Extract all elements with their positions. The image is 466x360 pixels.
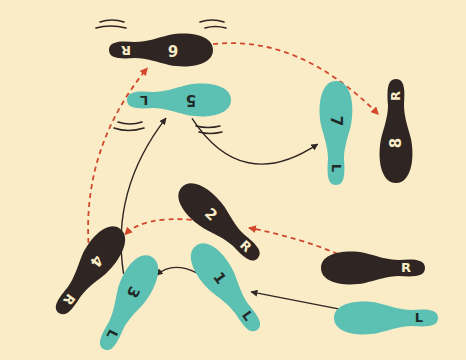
footprint-shape xyxy=(330,298,440,338)
right-step-arrow xyxy=(125,219,192,235)
sole xyxy=(127,84,231,117)
left-step-arrow xyxy=(192,118,318,164)
sole xyxy=(380,79,413,183)
right-footprint: R xyxy=(317,248,427,288)
motion-line xyxy=(96,26,126,28)
sole xyxy=(109,34,213,67)
foot-letter: L xyxy=(408,310,430,326)
step-number: 8 xyxy=(387,129,405,157)
sole xyxy=(334,302,438,335)
foot-letter: R xyxy=(395,260,417,276)
foot-letter: L xyxy=(328,157,344,179)
right-step-arrow xyxy=(249,228,338,254)
right-footprint: 6R xyxy=(107,30,217,70)
foot-letter: R xyxy=(388,85,404,107)
foot-letter: R xyxy=(115,42,137,58)
left-footprint: 5L xyxy=(125,80,235,120)
sole xyxy=(320,81,353,185)
sole xyxy=(170,175,269,270)
foot-letter: L xyxy=(133,92,155,108)
motion-lines xyxy=(96,20,226,134)
motion-line xyxy=(196,126,220,128)
left-footprint: 1L xyxy=(177,231,274,344)
left-step-arrow xyxy=(157,267,197,275)
left-footprint: 7L xyxy=(316,77,356,187)
step-number: 6 xyxy=(159,41,187,59)
motion-line xyxy=(114,128,144,131)
right-step-arrow xyxy=(213,43,378,114)
motion-line xyxy=(100,20,124,22)
motion-line xyxy=(200,20,224,22)
sole xyxy=(46,219,134,322)
left-step-arrow xyxy=(121,118,166,274)
motion-line xyxy=(118,122,142,124)
step-number: 7 xyxy=(327,107,345,135)
left-footprint: L xyxy=(330,298,440,338)
step-number: 5 xyxy=(177,91,205,109)
sole xyxy=(321,252,425,285)
right-footprint: 8R xyxy=(376,77,416,187)
left-step-arrow xyxy=(251,292,338,309)
motion-line xyxy=(205,27,226,29)
